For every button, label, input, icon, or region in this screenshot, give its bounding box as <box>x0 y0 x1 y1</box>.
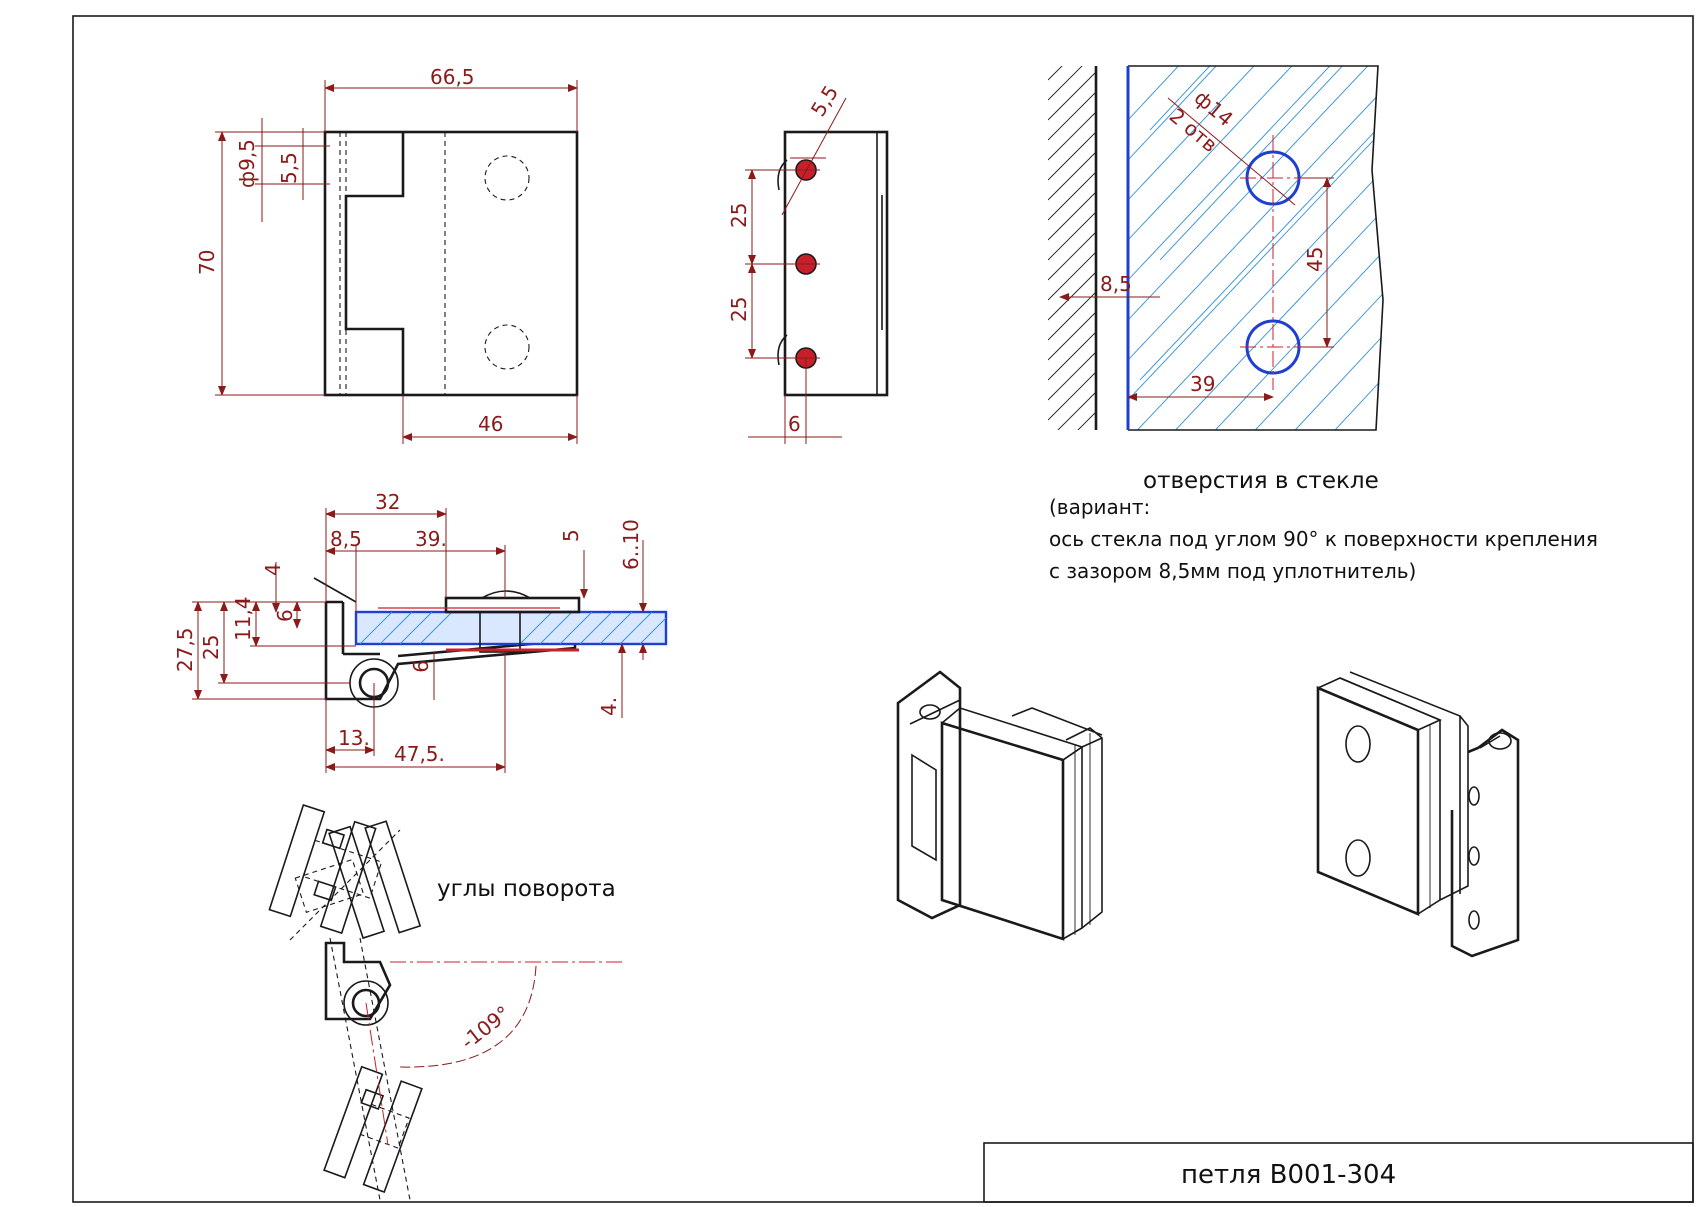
hinge-position-lower <box>323 1065 423 1194</box>
hinge-position-open <box>268 804 383 935</box>
dim-9: 9 <box>408 660 432 673</box>
dim-25: 25 <box>199 635 223 660</box>
dim-6: 6 <box>273 609 297 622</box>
glass-hole-detail: ф14 2 отв 45 8,5 39 отверстия в стекле (… <box>1048 65 1598 583</box>
dim-39: 39. <box>415 527 447 551</box>
dim-plate: 46 <box>478 412 503 436</box>
drawing-title: петля В001-304 <box>1181 1160 1396 1190</box>
dim-offset: 5,5 <box>277 152 301 184</box>
rotation-view: -109° углы поворота <box>268 804 622 1201</box>
dim-11-4: 11,4 <box>231 596 255 641</box>
title-block: петля В001-304 <box>983 1142 1694 1203</box>
dim-4-bottom: 4. <box>597 697 621 716</box>
dim-width: 66,5 <box>430 65 475 89</box>
dim-pitch-top: 25 <box>727 203 751 228</box>
rotation-label: углы поворота <box>437 876 616 902</box>
dim-32: 32 <box>375 490 400 514</box>
dim-thickness: 6 <box>788 412 801 436</box>
dim-edge: 39 <box>1190 372 1215 396</box>
dim-4-top: 4 <box>261 563 285 576</box>
dim-hole-spacing: 45 <box>1303 247 1327 272</box>
hinge-front-outline <box>323 130 579 397</box>
glass-section <box>354 610 668 646</box>
dim-47-5: 47,5. <box>394 742 445 766</box>
hinge-position-closed <box>294 820 422 940</box>
dim-5: 5 <box>559 529 583 542</box>
glass-caption-title: отверстия в стекле <box>1143 468 1379 494</box>
dim-6-10: 6..10 <box>619 519 643 570</box>
dim-8-5: 8,5 <box>330 527 362 551</box>
iso-view-back <box>1316 671 1520 958</box>
dim-27-5: 27,5 <box>173 627 197 672</box>
iso-view-front <box>896 670 1103 941</box>
sheet-frame <box>72 15 1694 1203</box>
rotation-angle: -109° <box>456 1001 514 1054</box>
glass-caption-line-1: (вариант: <box>1049 495 1150 519</box>
iso-clamp-plate-back <box>1316 686 1420 916</box>
hole-top-hidden <box>484 155 530 201</box>
screw <box>479 611 521 653</box>
side-view: 25 25 5,5 6 <box>727 81 889 444</box>
front-view: 66,5 70 ф9,5 5,5 46 <box>195 65 579 444</box>
dim-height: 70 <box>195 250 219 275</box>
dim-pitch-bottom: 25 <box>727 297 751 322</box>
dim-gap: 8,5 <box>1100 272 1132 296</box>
dim-hole-diam: ф9,5 <box>235 139 259 188</box>
hole-bottom-hidden <box>484 324 530 370</box>
section-view: 32 8,5 39. 5 6..10 4 27,5 25 11,4 6 9 4.… <box>173 490 668 773</box>
glass-caption-line-2: ось стекла под углом 90° к поверхности к… <box>1049 527 1598 551</box>
dim-13: 13. <box>338 726 370 750</box>
clamp-plate <box>444 596 581 614</box>
hinge-knuckle-cutout <box>344 132 405 395</box>
dim-screw: 5,5 <box>806 81 843 121</box>
hinge-rotation-base <box>324 941 392 1021</box>
glass-caption-line-3: с зазором 8,5мм под уплотнитель) <box>1049 559 1416 583</box>
